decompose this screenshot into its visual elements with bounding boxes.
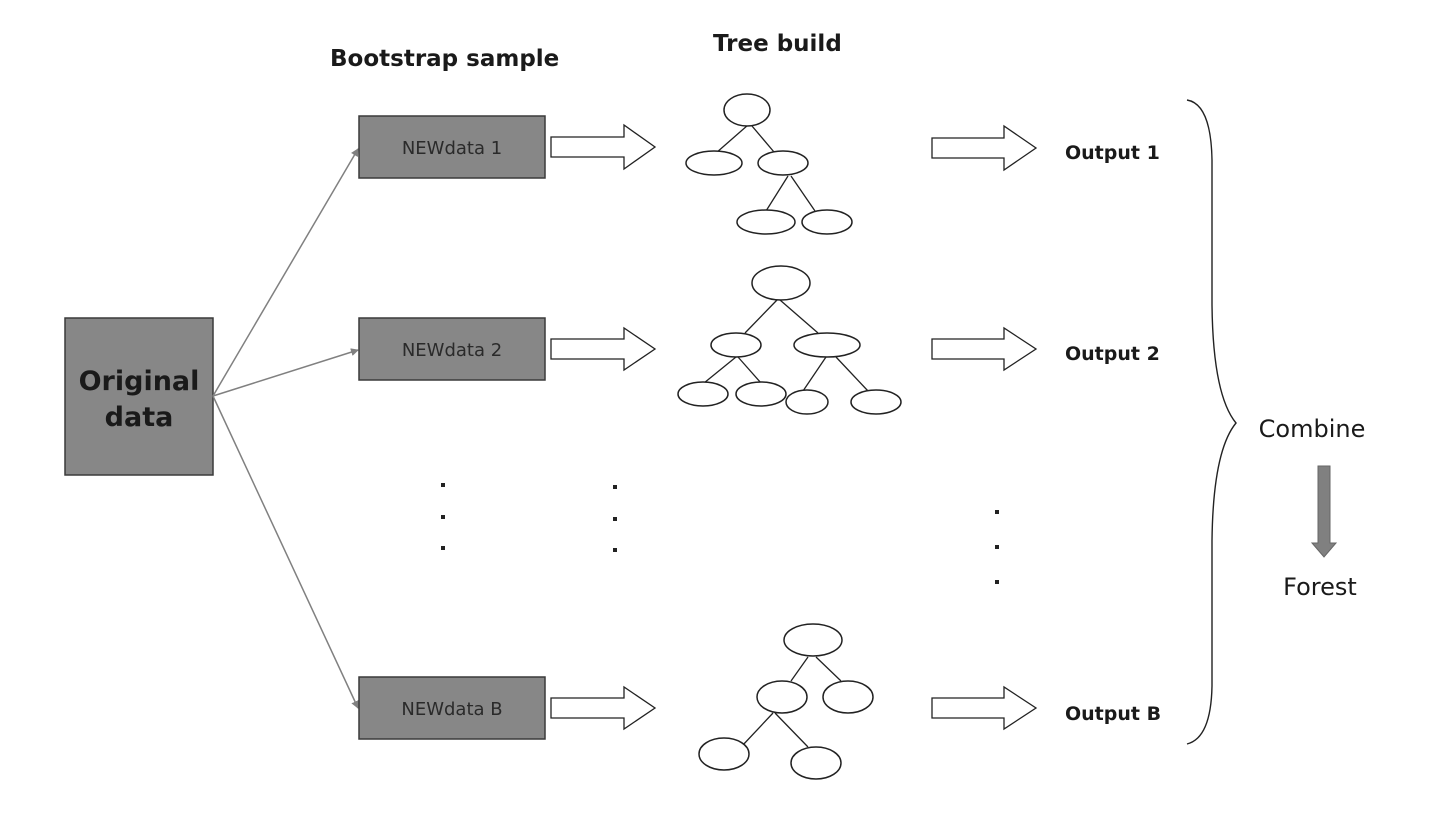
combine-label: Combine <box>1259 415 1366 443</box>
sample-box-2: NEWdata 2 <box>358 317 546 381</box>
block-arrow-sample-1 <box>550 123 657 171</box>
bootstrap-sample-header: Bootstrap sample <box>330 46 559 72</box>
ellipsis-outputs <box>995 510 999 584</box>
block-arrow-sample-b <box>550 685 657 731</box>
original-data-box: Original data <box>64 317 214 476</box>
ellipsis-samples <box>441 483 445 550</box>
original-data-label-line2: data <box>105 402 174 433</box>
forest-label: Forest <box>1283 573 1357 601</box>
connector-to-sample-1 <box>212 148 359 397</box>
output-label-b: Output B <box>1065 703 1161 725</box>
output-label-1: Output 1 <box>1065 142 1160 164</box>
output-label-2: Output 2 <box>1065 343 1160 365</box>
block-arrow-sample-2 <box>550 326 657 372</box>
connector-to-sample-2 <box>212 348 359 397</box>
block-arrow-output-b <box>931 685 1038 731</box>
sample-box-1: NEWdata 1 <box>358 115 546 179</box>
sample-label: NEWdata 2 <box>402 340 502 361</box>
tree-b <box>698 623 874 780</box>
tree-1 <box>685 93 853 235</box>
connector-to-sample-b <box>212 395 359 709</box>
down-arrow-icon <box>1310 465 1338 558</box>
block-arrow-output-1 <box>931 124 1038 172</box>
block-arrow-output-2 <box>931 326 1038 372</box>
sample-box-b: NEWdata B <box>358 676 546 740</box>
tree-build-header: Tree build <box>713 31 842 57</box>
original-data-label-line1: Original <box>79 366 200 397</box>
ellipsis-arrows <box>613 485 617 552</box>
sample-label: NEWdata B <box>401 699 502 720</box>
tree-2 <box>677 265 902 415</box>
sample-label: NEWdata 1 <box>402 138 502 159</box>
combine-brace <box>1186 99 1237 745</box>
